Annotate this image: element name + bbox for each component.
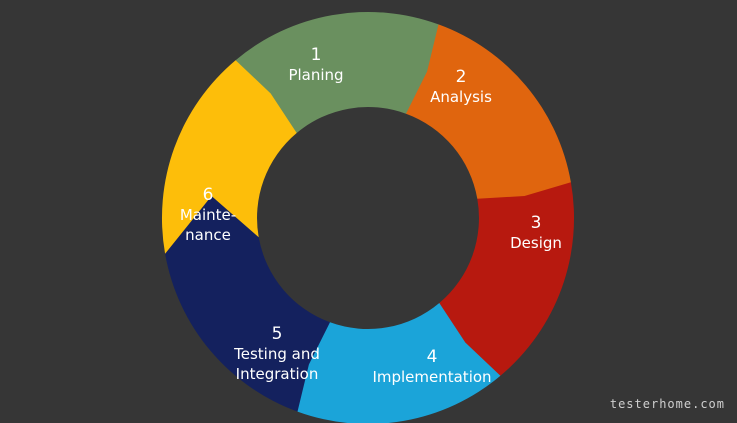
stage-name: Planing — [288, 66, 343, 84]
stage-2-arrow-segment — [406, 24, 571, 241]
stage-1-arrow-segment — [235, 11, 466, 134]
stage-name: Integration — [236, 365, 319, 383]
stage-4-arrow-segment — [270, 303, 501, 423]
stage-number: 6 — [203, 185, 214, 205]
stage-number: 4 — [427, 347, 438, 367]
stage-name: Mainte- — [180, 206, 236, 224]
stage-name: Design — [510, 234, 562, 252]
stage-5-arrow-segment — [165, 196, 330, 412]
stage-3-arrow-segment — [427, 182, 575, 376]
stage-number: 1 — [311, 45, 322, 65]
watermark: testerhome.com — [609, 397, 725, 411]
stage-name: Testing and — [233, 345, 320, 363]
stage-number: 5 — [272, 324, 283, 344]
stage-name: Implementation — [372, 368, 491, 386]
stage-name: nance — [185, 226, 231, 244]
stage-number: 2 — [456, 67, 467, 87]
stage-name: Analysis — [430, 88, 492, 106]
stage-number: 3 — [531, 213, 542, 233]
stage-6-arrow-segment — [161, 60, 309, 254]
